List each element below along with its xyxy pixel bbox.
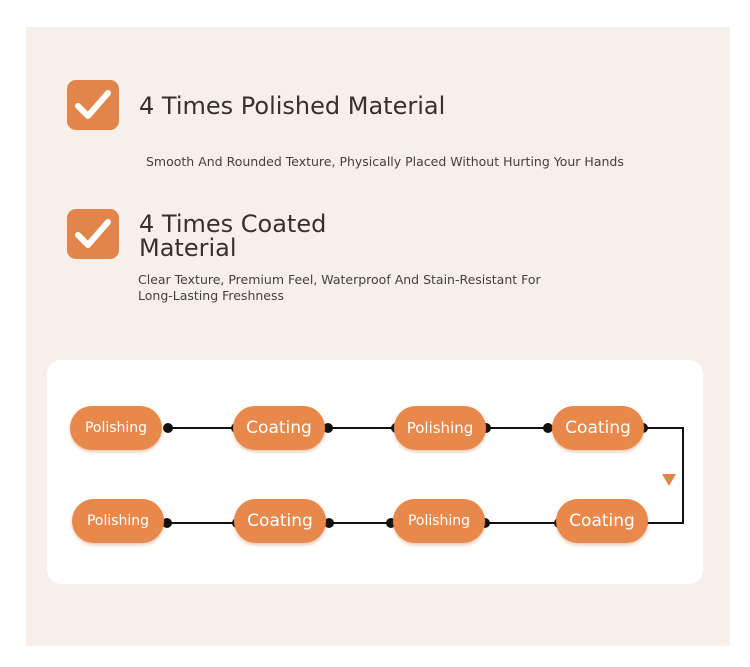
feature-description-polished: Smooth And Rounded Texture, Physically P… [146,154,624,169]
connector-dot [162,518,172,528]
checkmark-icon [67,209,119,259]
connector-dot [324,518,334,528]
flow-step-coating: Coating [234,499,326,543]
process-flow-card [47,360,703,584]
flow-step-polishing: Polishing [70,406,162,450]
connector-dot [163,423,173,433]
flow-step-polishing: Polishing [393,499,485,543]
connector-dot [543,423,553,433]
flow-step-coating: Coating [556,499,648,543]
feature-description-coated-line2: Long-Lasting Freshness [138,288,285,303]
feature-title-polished: 4 Times Polished Material [139,92,446,120]
flow-step-coating: Coating [233,406,325,450]
feature-title-coated-line1: 4 Times Coated [139,210,327,238]
flow-step-coating: Coating [552,406,644,450]
connector-dot [323,423,333,433]
flow-step-polishing: Polishing [72,499,164,543]
feature-description-coated-line1: Clear Texture, Premium Feel, Waterproof … [138,272,541,287]
checkmark-icon [67,80,119,130]
down-arrow-icon [662,474,676,486]
flow-step-polishing: Polishing [394,406,486,450]
feature-title-coated-line2: Material [139,234,237,262]
connector-line [643,427,684,524]
